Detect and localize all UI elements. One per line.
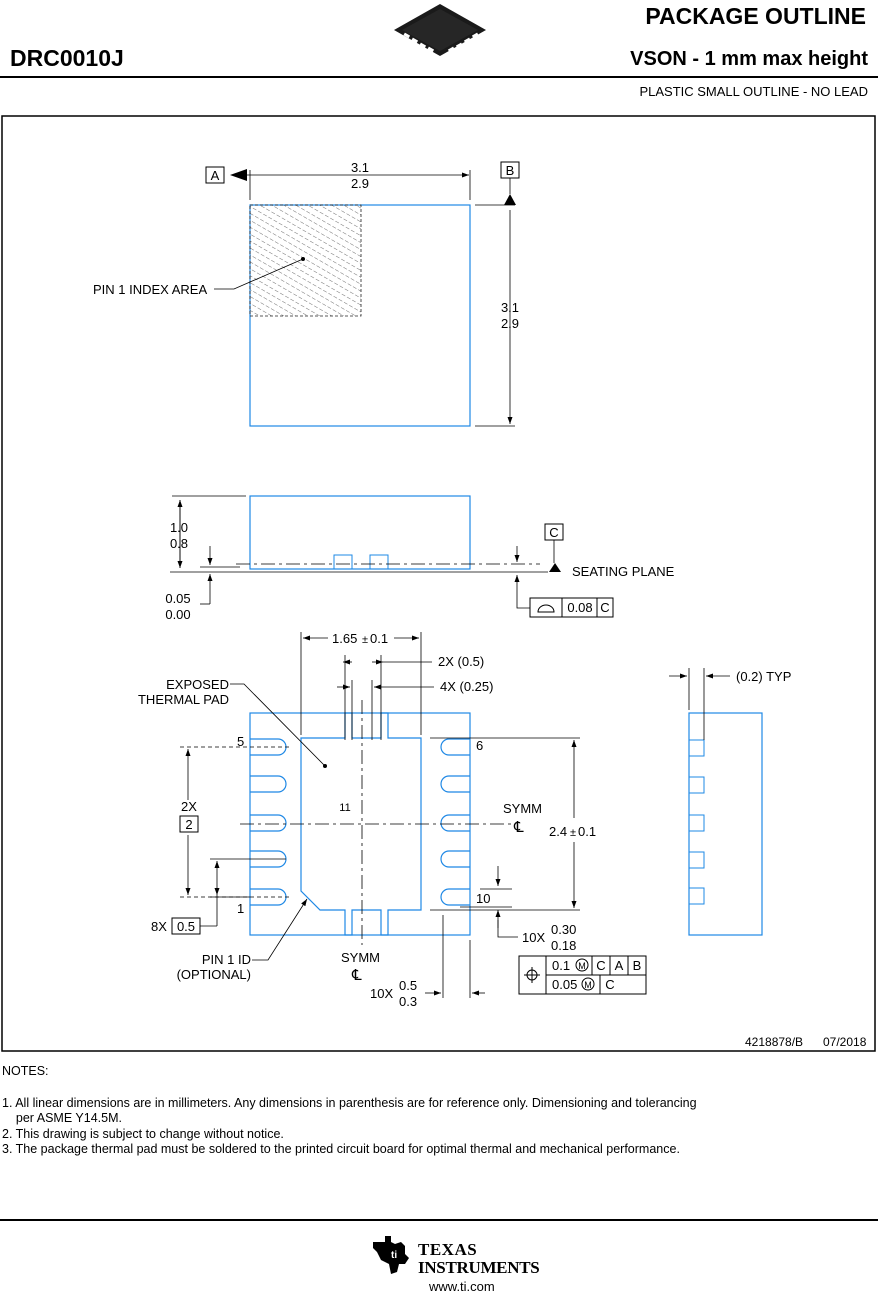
standoff-min: 0.00	[165, 607, 190, 622]
top-view: A 3.1 2.9 B 3.1 2.9 PIN 1 INDEX AREA	[93, 160, 520, 427]
header-rule	[0, 76, 878, 78]
svg-text:M: M	[584, 980, 592, 990]
symm-right-cl: ℄	[513, 819, 524, 836]
pin1-index-label: PIN 1 INDEX AREA	[93, 282, 207, 297]
pad-length-value: 2.4	[549, 824, 567, 839]
datum-ref-a: A	[615, 958, 624, 973]
position-tol-2: 0.05	[552, 977, 577, 992]
exposed-pad-label-1: EXPOSED	[166, 677, 229, 692]
side-view: C SEATING PLANE 1.0 0.8 0.05 0.00 0.08 C	[165, 495, 675, 622]
pin-6-label: 6	[476, 738, 483, 753]
package-body-end	[688, 712, 763, 936]
website-link[interactable]: www.ti.com	[429, 1279, 495, 1294]
height-max: 1.0	[170, 520, 188, 535]
tab-pitch-label: 2X (0.5)	[438, 654, 484, 669]
drawing-date: 07/2018	[823, 1035, 867, 1049]
ti-logo-text-1: TEXAS	[418, 1240, 478, 1259]
bottom-view: 11 1.65 ± 0.1 2X (0.5) 4X (0.25) EXPOSED…	[138, 631, 647, 1009]
symm-bottom-cl: ℄	[351, 967, 362, 984]
top-width-min: 2.9	[351, 176, 369, 191]
note-item: 3. The package thermal pad must be solde…	[2, 1142, 680, 1156]
package-description: PLASTIC SMALL OUTLINE - NO LEAD	[639, 84, 868, 99]
svg-text:M: M	[578, 961, 586, 971]
drawing-frame	[1, 115, 876, 1052]
lead-length-max: 0.5	[399, 978, 417, 993]
position-tol-1: 0.1	[552, 958, 570, 973]
flatness-value: 0.08	[567, 600, 592, 615]
seating-plane-label: SEATING PLANE	[572, 564, 675, 579]
pad-width-value: 1.65	[332, 631, 357, 646]
package-chip-icon	[394, 4, 486, 56]
pad-width-pm: ±	[362, 634, 368, 646]
lead-length-min: 0.3	[399, 994, 417, 1009]
footer-rule	[0, 1219, 878, 1221]
package-body-side	[249, 495, 471, 570]
note-item: per ASME Y14.5M.	[2, 1111, 122, 1125]
part-number: DRC0010J	[10, 45, 124, 71]
symm-bottom-label: SYMM	[341, 950, 380, 965]
tab-width-label: 4X (0.25)	[440, 679, 493, 694]
ti-logo-icon: ti	[373, 1236, 409, 1274]
flatness-datum: C	[600, 600, 609, 615]
end-view: (0.2) TYP	[669, 668, 791, 936]
drawing-number: 4218878/B	[745, 1035, 803, 1049]
svg-text:ti: ti	[391, 1250, 397, 1261]
pad-width-tol: 0.1	[370, 631, 388, 646]
datum-ref-c2: C	[605, 977, 614, 992]
top-length-min: 2.9	[501, 316, 519, 331]
datum-b-label: B	[506, 163, 515, 178]
end-view-typ-label: (0.2) TYP	[736, 669, 791, 684]
span-count: 2X	[181, 799, 197, 814]
pad-number-11: 11	[339, 802, 350, 814]
datum-a-label: A	[211, 168, 220, 183]
pad-length-tol: 0.1	[578, 824, 596, 839]
lead-width-min: 0.18	[551, 938, 576, 953]
pin-5-label: 5	[237, 734, 244, 749]
lead-length-count: 10X	[370, 986, 393, 1001]
lead-width-count: 10X	[522, 930, 545, 945]
exposed-pad-label-2: THERMAL PAD	[138, 692, 229, 707]
pin-1-label: 1	[237, 901, 244, 916]
span-value: 2	[185, 817, 192, 832]
pitch-value: 0.5	[177, 919, 195, 934]
symm-right-label: SYMM	[503, 801, 542, 816]
note-item: 2. This drawing is subject to change wit…	[2, 1127, 284, 1141]
notes-heading: NOTES:	[2, 1064, 49, 1078]
pad-length-pm: ±	[570, 827, 576, 839]
standoff-max: 0.05	[165, 591, 190, 606]
lead-width-max: 0.30	[551, 922, 576, 937]
package-subtitle: VSON - 1 mm max height	[630, 48, 868, 70]
pin1-id-label-2: (OPTIONAL)	[177, 967, 251, 982]
pin-10-label: 10	[476, 891, 490, 906]
left-leads	[250, 738, 287, 906]
top-length-max: 3.1	[501, 300, 519, 315]
right-leads	[440, 738, 470, 906]
ti-logo-text-2: INSTRUMENTS	[418, 1258, 540, 1277]
datum-c-label: C	[549, 525, 558, 540]
pin1-id-label-1: PIN 1 ID	[202, 952, 251, 967]
note-item: 1. All linear dimensions are in millimet…	[2, 1096, 697, 1110]
datum-ref-b: B	[633, 958, 642, 973]
height-min: 0.8	[170, 536, 188, 551]
package-title: PACKAGE OUTLINE	[645, 3, 866, 29]
top-width-max: 3.1	[351, 160, 369, 175]
pitch-count: 8X	[151, 919, 167, 934]
datum-ref-c: C	[596, 958, 605, 973]
pin1-index-area	[249, 204, 362, 317]
